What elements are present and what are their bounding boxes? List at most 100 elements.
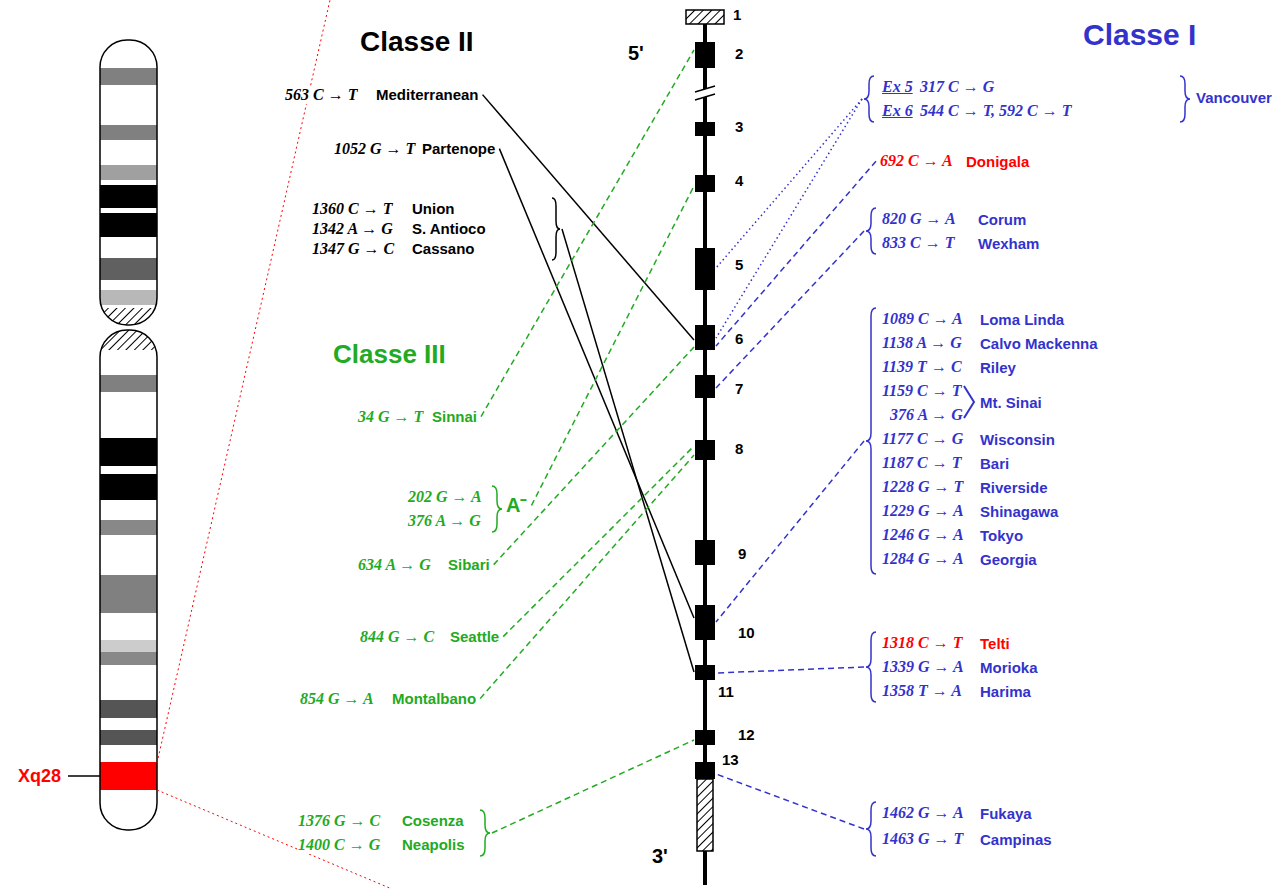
- mutation-code: 634 A → G: [358, 556, 431, 574]
- leader-line: [716, 667, 864, 673]
- variant-name: Union: [412, 200, 455, 217]
- variant-name: Riley: [980, 359, 1016, 376]
- chromosome-band: [100, 730, 157, 745]
- leader-line: [494, 347, 694, 565]
- exon-number: 12: [738, 726, 755, 743]
- leader-line: [481, 50, 694, 417]
- mutation-code: 1229 G → A: [882, 502, 964, 520]
- mutation-code: 1187 C → T: [882, 454, 962, 472]
- group-brace: [480, 810, 490, 856]
- strand-end: 3': [652, 845, 668, 868]
- mutation-code: 844 G → C: [360, 628, 434, 646]
- mutation-code: 820 G → A: [882, 210, 956, 228]
- chromosome-q-arm: [100, 330, 157, 830]
- chromosome-outline: [100, 330, 157, 830]
- chromosome-band: [100, 290, 157, 305]
- axis-break: [695, 86, 715, 100]
- mutation-code: 833 C → T: [882, 234, 954, 252]
- leader-line: [499, 149, 694, 618]
- leader-line: [503, 446, 694, 637]
- variant-name: Georgia: [980, 551, 1037, 568]
- class-heading: Classe III: [333, 340, 446, 370]
- variant-name: Tokyo: [980, 527, 1023, 544]
- variant-name: Neapolis: [402, 836, 465, 853]
- group-brace: [552, 198, 560, 260]
- chromosome-band: [100, 258, 157, 280]
- zoom-line: [157, 0, 330, 763]
- chromosome-band: [100, 375, 157, 392]
- variant-name: Mt. Sinai: [980, 394, 1042, 411]
- exon-number: 9: [738, 545, 746, 562]
- mutation-code: 544 C → T, 592 C → T: [920, 102, 1071, 120]
- mutation-code: 1358 T → A: [882, 682, 962, 700]
- variant-name: Sinnai: [432, 408, 477, 425]
- mutation-code: 1089 C → A: [882, 310, 963, 328]
- chromosome-band: [100, 700, 157, 718]
- leader-line: [562, 229, 694, 672]
- zoom-line: [157, 790, 392, 889]
- mutation-code: 1462 G → A: [882, 804, 964, 822]
- leader-line: [716, 99, 862, 268]
- leader-line: [716, 99, 862, 338]
- chromosome-p-arm: [100, 40, 157, 325]
- chromosome-band: [100, 330, 157, 830]
- mutation-code: 1342 A → G: [312, 220, 393, 238]
- variant-name: Wisconsin: [980, 431, 1055, 448]
- mutation-code: 1138 A → G: [882, 334, 962, 352]
- mutation-code: 202 G → A: [408, 488, 482, 506]
- centromere: [100, 330, 157, 350]
- variant-name: A⁻: [506, 494, 527, 517]
- chromosome-band: [100, 165, 157, 180]
- mutation-code: 1400 C → G: [298, 836, 380, 854]
- chromosome-band: [100, 640, 157, 652]
- xq28-band: [100, 762, 157, 790]
- mutation-code: 1177 C → G: [882, 430, 963, 448]
- variant-name: Campinas: [980, 831, 1052, 848]
- variant-name: Vancouver: [1196, 89, 1272, 106]
- leader-line: [492, 740, 694, 833]
- exon-tag: Ex 6: [882, 102, 913, 120]
- exon-box: [695, 540, 715, 565]
- centromere: [100, 308, 157, 325]
- band-label: Xq28: [18, 766, 61, 787]
- leader-line: [716, 774, 864, 829]
- variant-name: Shinagawa: [980, 503, 1058, 520]
- variant-name: Sibari: [448, 556, 490, 573]
- variant-name: Cosenza: [402, 812, 464, 829]
- leader-line: [531, 186, 694, 506]
- mutation-code: 1360 C → T: [312, 200, 392, 218]
- leader-line: [716, 161, 876, 346]
- mutation-code: 1463 G → T: [882, 830, 963, 848]
- mutation-code: 692 C → A: [880, 152, 953, 170]
- utr-box: [697, 779, 713, 851]
- chromosome-band: [100, 474, 157, 500]
- exon-box: [695, 325, 715, 350]
- chromosome-band: [100, 438, 157, 466]
- mutation-code: 376 A → G: [890, 406, 963, 424]
- leader-line: [716, 231, 864, 388]
- class-heading: Classe I: [1083, 18, 1196, 53]
- exon-box: [695, 42, 715, 68]
- axis-break: [695, 94, 715, 100]
- variant-name: S. Antioco: [412, 220, 486, 237]
- variant-name: Telti: [980, 635, 1010, 652]
- mutation-code: 376 A → G: [408, 512, 481, 530]
- mutation-code: 1376 G → C: [298, 812, 380, 830]
- mutation-code: 34 G → T: [358, 408, 423, 426]
- exon-box: [695, 665, 715, 680]
- exon-box: [695, 122, 715, 136]
- variant-name: Donigala: [966, 153, 1029, 170]
- exon-number: 6: [735, 330, 743, 347]
- exon-number: 11: [718, 683, 734, 700]
- exon-number: 4: [735, 172, 743, 189]
- variant-name: Morioka: [980, 659, 1038, 676]
- group-brace: [866, 308, 876, 574]
- exon-box: [695, 605, 715, 640]
- exon-box: [695, 375, 715, 398]
- variant-name: Harima: [980, 683, 1031, 700]
- chromosome-band: [100, 185, 157, 208]
- exon-number: 1: [733, 6, 741, 23]
